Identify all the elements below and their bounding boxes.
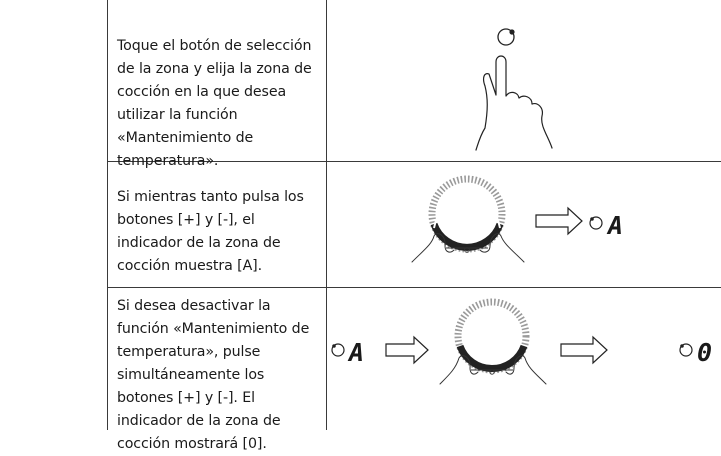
step-3-illustration: A 0 <box>328 288 721 430</box>
step-2-diagram: A <box>411 175 623 263</box>
hands-on-dial-icon <box>411 175 525 263</box>
step-row-3: Si desea desactivar la función «Mantenim… <box>107 288 721 452</box>
hands-on-dial-icon <box>439 298 547 385</box>
zone-select-circle-icon <box>331 343 345 357</box>
zone-indicator-a-start: A <box>347 338 364 367</box>
step-1-illustration <box>328 0 721 161</box>
arrow-right-icon <box>535 206 583 236</box>
step-3-diagram: A 0 <box>331 298 712 385</box>
arrow-right-icon <box>385 335 429 365</box>
zone-select-circle-icon <box>679 343 693 357</box>
instruction-table: Toque el botón de selección de la zona y… <box>107 0 721 452</box>
table-left-border <box>107 0 108 430</box>
step-1-text: Toque el botón de selección de la zona y… <box>117 38 312 169</box>
zone-indicator-a: A <box>606 211 623 240</box>
step-3-text: Si desea desactivar la función «Mantenim… <box>117 298 310 452</box>
step-2-illustration: A <box>328 162 721 287</box>
zone-select-circle-icon <box>589 216 603 230</box>
step-row-1: Toque el botón de selección de la zona y… <box>107 0 721 169</box>
step-2-text: Si mientras tanto pulsa los botones [+] … <box>117 189 304 274</box>
column-divider <box>326 0 327 430</box>
zone-indicator-zero: 0 <box>697 338 712 367</box>
step-row-2: Si mientras tanto pulsa los botones [+] … <box>107 162 721 288</box>
arrow-right-icon <box>560 335 608 365</box>
finger-touch-icon <box>475 28 553 151</box>
